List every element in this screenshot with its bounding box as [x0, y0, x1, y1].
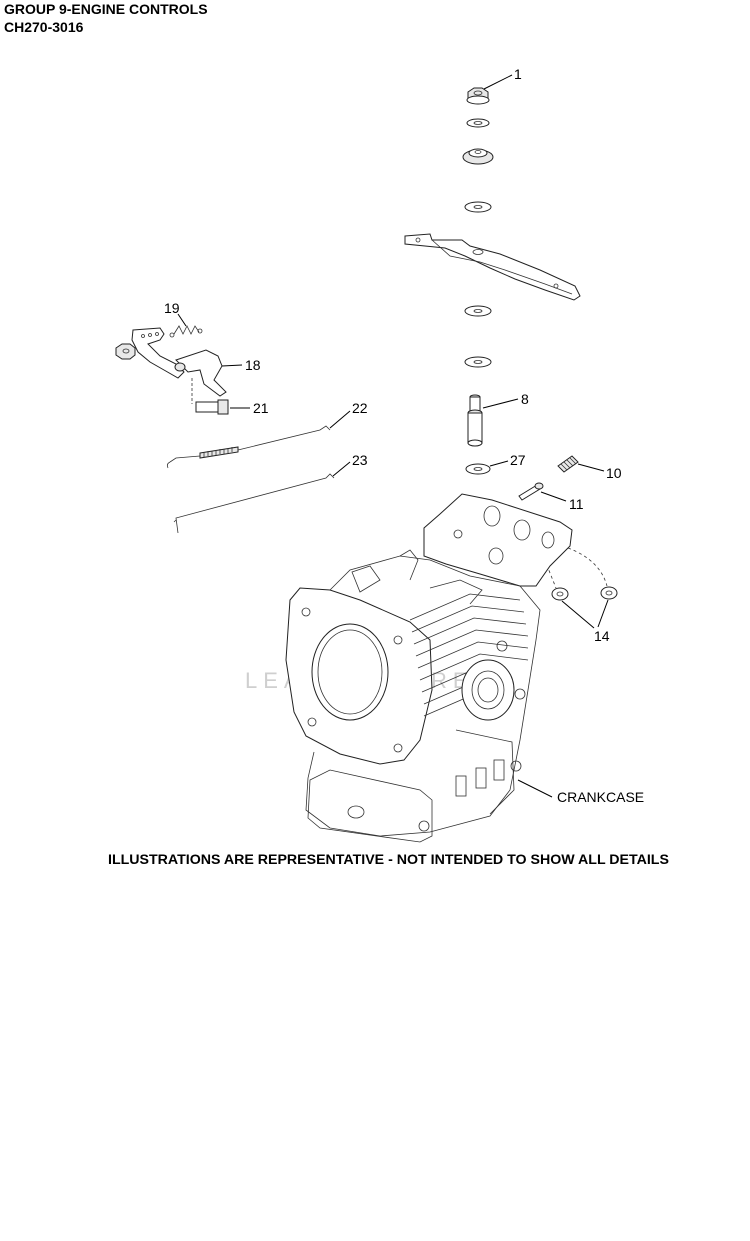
part-14-washer-b[interactable] — [600, 586, 618, 600]
disclaimer-text: ILLUSTRATIONS ARE REPRESENTATIVE - NOT I… — [108, 852, 669, 868]
leader-crankcase — [517, 779, 553, 798]
callout-1: 1 — [514, 66, 522, 82]
leader-22 — [329, 410, 351, 429]
part-1-nut[interactable] — [466, 87, 490, 105]
callout-23: 23 — [352, 452, 368, 468]
leader-8 — [482, 398, 519, 409]
callout-22: 22 — [352, 400, 368, 416]
callout-21: 21 — [253, 400, 269, 416]
part-cup-washer[interactable] — [462, 148, 494, 165]
callout-27: 27 — [510, 452, 526, 468]
callout-crankcase: CRANKCASE — [557, 789, 644, 805]
callout-18: 18 — [245, 357, 261, 373]
part-control-lever[interactable] — [404, 233, 581, 301]
part-lever-nut[interactable] — [115, 343, 136, 360]
alignment-line-b — [567, 547, 608, 587]
leader-19 — [177, 313, 187, 327]
part-crankcase[interactable] — [285, 493, 573, 843]
model-number: CH270-3016 — [4, 19, 84, 35]
callout-11: 11 — [569, 496, 584, 512]
leader-14a — [561, 600, 595, 629]
leader-18 — [221, 364, 243, 367]
part-8-shaft[interactable] — [467, 394, 483, 447]
part-19-spring[interactable] — [169, 325, 203, 338]
part-21-clip[interactable] — [191, 378, 229, 415]
leader-23 — [332, 461, 351, 477]
page-title: GROUP 9-ENGINE CONTROLS — [4, 1, 208, 17]
part-27-washer[interactable] — [465, 463, 491, 475]
part-flat-washer-1[interactable] — [464, 201, 492, 213]
part-washer-small[interactable] — [466, 118, 490, 128]
part-18-governor-lever[interactable] — [131, 327, 227, 397]
part-flat-washer-2[interactable] — [464, 305, 492, 317]
callout-19: 19 — [164, 300, 180, 316]
leader-14b — [597, 599, 609, 628]
part-22-spring-link[interactable] — [166, 425, 331, 469]
leader-27 — [489, 460, 509, 467]
part-23-linkage-rod[interactable] — [173, 473, 335, 534]
part-14-washer-a[interactable] — [551, 587, 569, 601]
part-flat-washer-3[interactable] — [464, 356, 492, 368]
leader-1 — [483, 74, 513, 90]
callout-8: 8 — [521, 391, 529, 407]
leader-10 — [577, 463, 605, 472]
callout-10: 10 — [606, 465, 622, 481]
callout-14: 14 — [594, 628, 610, 644]
leader-11 — [540, 491, 567, 502]
part-10-spring[interactable] — [557, 455, 579, 473]
part-11-pin[interactable] — [518, 482, 544, 501]
